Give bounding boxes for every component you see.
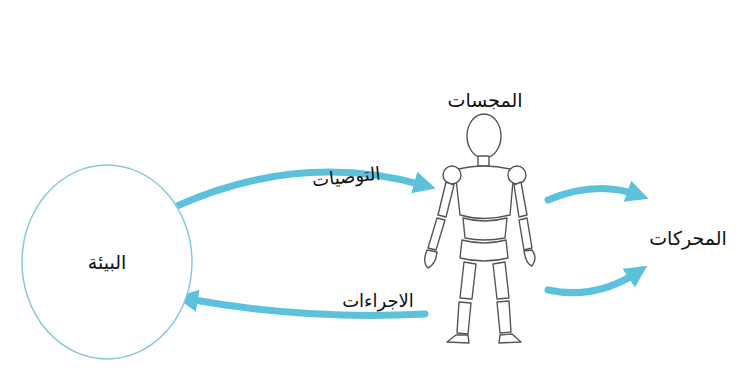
free-label: المحركات: [649, 227, 727, 249]
agent-figure: المجسات: [425, 86, 545, 348]
robot-leg: [493, 262, 509, 299]
environment-circle: البيئة: [21, 164, 193, 360]
actuator-arrow: [548, 189, 638, 200]
robot-arm: [438, 182, 454, 217]
circle-shape: [22, 165, 192, 359]
robot-leg: [460, 262, 476, 299]
actuator-arrow: [548, 272, 638, 293]
robot-arm: [519, 218, 532, 250]
robot-leg: [457, 302, 471, 334]
robot-hand: [425, 250, 437, 268]
robot-chest: [455, 166, 514, 219]
robot-arm: [428, 218, 445, 250]
robot-figure: [425, 114, 535, 343]
robot-arm: [514, 182, 527, 217]
edge-label: الاجراءات: [342, 290, 414, 311]
robot-leg: [497, 301, 511, 333]
robot-neck: [478, 156, 489, 166]
edge-label: التوصيات: [311, 162, 381, 190]
robot-head: [467, 114, 501, 158]
robot-shoulder: [508, 166, 526, 184]
robot-shoulder: [443, 166, 461, 184]
robot-hand: [524, 250, 535, 266]
robot-foot: [447, 335, 469, 343]
robot-foot: [499, 334, 521, 343]
robot-waist: [463, 218, 507, 240]
robot-hips: [460, 240, 508, 261]
flow-arrow: [177, 172, 425, 206]
node-label: المجسات: [448, 89, 523, 111]
node-label: البيئة: [88, 251, 126, 273]
